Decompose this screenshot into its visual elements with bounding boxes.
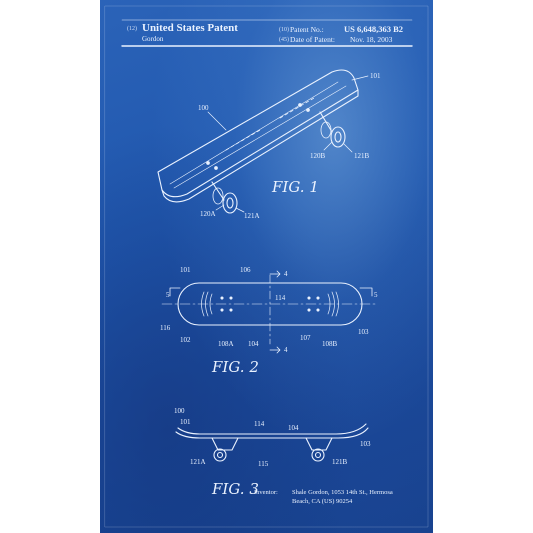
fig1-ref-101: 101 bbox=[370, 72, 381, 80]
date-of-patent: Nov. 18, 2003 bbox=[350, 35, 393, 44]
fig1-bolt bbox=[206, 161, 210, 165]
fig2-ref-103: 103 bbox=[358, 328, 369, 336]
fig3-ref-114: 114 bbox=[254, 420, 265, 428]
sheet-frame bbox=[104, 5, 429, 528]
fig2-section-5-right bbox=[359, 287, 373, 297]
fig1-ref-100: 100 bbox=[198, 104, 209, 112]
fig3-caption: FIG. 3 bbox=[211, 480, 259, 498]
fig2-caption: FIG. 2 bbox=[211, 358, 259, 376]
fig1-leader bbox=[323, 141, 333, 151]
inventor-line-1: Shale Gordon, 1053 14th St., Hermosa bbox=[292, 489, 393, 496]
fig2-ref-116: 116 bbox=[160, 324, 171, 332]
fig3-ref-100: 100 bbox=[174, 407, 185, 415]
fig1-leader bbox=[207, 111, 227, 131]
fig1-ref-120a: 120A bbox=[200, 210, 216, 218]
fig1-leader bbox=[351, 75, 369, 81]
fig1-leader bbox=[343, 143, 353, 153]
fig3-ref-103: 103 bbox=[360, 440, 371, 448]
fig1-ref-121a: 121A bbox=[244, 212, 260, 220]
fig1-front-truck bbox=[211, 181, 225, 201]
fig1-deck-grain bbox=[169, 81, 347, 189]
patent-blueprint-print: (12) United States Patent Gordon (10) Pa… bbox=[100, 0, 433, 533]
document-type-title: United States Patent bbox=[142, 22, 238, 34]
fig3-deck-top bbox=[177, 423, 367, 435]
fig2-section-4-top bbox=[269, 270, 281, 278]
inventor-label: Inventor: bbox=[254, 489, 278, 496]
fig2-ref-107: 107 bbox=[300, 334, 311, 342]
fig2-section-4-bottom bbox=[269, 346, 281, 354]
fig2-top-view-drawing bbox=[161, 270, 379, 354]
fig3-front-wheel bbox=[213, 448, 227, 462]
fig2-section-5-left bbox=[169, 287, 181, 297]
fig1-leader bbox=[235, 207, 245, 213]
fig3-side-view-drawing bbox=[175, 423, 369, 462]
fig1-bolt bbox=[306, 108, 310, 112]
fig1-leader bbox=[215, 204, 225, 211]
fig1-caption: FIG. 1 bbox=[271, 178, 319, 196]
fig3-rear-wheel bbox=[311, 448, 325, 462]
fig1-deck-edge bbox=[161, 89, 359, 203]
fig3-ref-121b: 121B bbox=[332, 458, 348, 466]
fig1-rear-hub bbox=[334, 131, 342, 143]
fig2-ref-4-top: 4 bbox=[284, 270, 288, 278]
fig1-front-hub bbox=[226, 197, 234, 209]
patent-number: US 6,648,363 B2 bbox=[344, 24, 404, 34]
fig1-rear-wheel-far bbox=[320, 121, 332, 139]
fig2-ref-5-left: 5 bbox=[166, 291, 170, 299]
date-of-patent-label: Date of Patent: bbox=[290, 35, 335, 44]
patent-drawings: 100 101 120B 121B 120A 121A 101 106 4 5 … bbox=[104, 5, 429, 528]
fig3-ref-121a: 121A bbox=[190, 458, 206, 466]
fig2-ref-106: 106 bbox=[240, 266, 251, 274]
fig1-skateboard-drawing bbox=[157, 69, 369, 214]
fig3-ref-104: 104 bbox=[288, 424, 299, 432]
fig3-rear-hub bbox=[314, 451, 322, 459]
fig3-trucks bbox=[211, 437, 333, 451]
fig1-deck-top bbox=[157, 69, 359, 198]
fig1-front-wheel-far bbox=[212, 187, 224, 205]
fig3-deck-bottom bbox=[175, 427, 369, 439]
patent-number-label: Patent No.: bbox=[290, 25, 324, 34]
fig3-front-hub bbox=[216, 451, 224, 459]
fig3-ref-101: 101 bbox=[180, 418, 191, 426]
inid-code-12: (12) bbox=[127, 26, 137, 32]
inid-code-10: (10) bbox=[279, 27, 289, 33]
fig1-center-marks bbox=[225, 97, 315, 151]
fig1-ref-120b: 120B bbox=[310, 152, 326, 160]
fig1-front-wheel bbox=[222, 192, 238, 214]
fig2-ref-108a: 108A bbox=[218, 340, 234, 348]
fig2-ref-101: 101 bbox=[180, 266, 191, 274]
fig2-ref-104: 104 bbox=[248, 340, 259, 348]
fig2-tail-kick bbox=[327, 291, 339, 317]
fig2-ref-102: 102 bbox=[180, 336, 191, 344]
fig1-bolt bbox=[214, 166, 218, 170]
fig3-ref-115: 115 bbox=[258, 460, 269, 468]
inventor-surname: Gordon bbox=[142, 35, 164, 43]
fig2-ref-108b: 108B bbox=[322, 340, 338, 348]
inventor-line-2: Beach, CA (US) 90254 bbox=[292, 498, 353, 505]
fig2-ref-4-bottom: 4 bbox=[284, 346, 288, 354]
fig2-ref-5-right: 5 bbox=[374, 291, 378, 299]
fig2-ref-114: 114 bbox=[275, 294, 286, 302]
fig1-bolt bbox=[298, 103, 302, 107]
fig1-rear-wheel bbox=[330, 126, 346, 148]
fig1-ref-121b: 121B bbox=[354, 152, 370, 160]
inid-code-45: (45) bbox=[279, 37, 289, 43]
fig2-nose-kick bbox=[201, 291, 213, 317]
